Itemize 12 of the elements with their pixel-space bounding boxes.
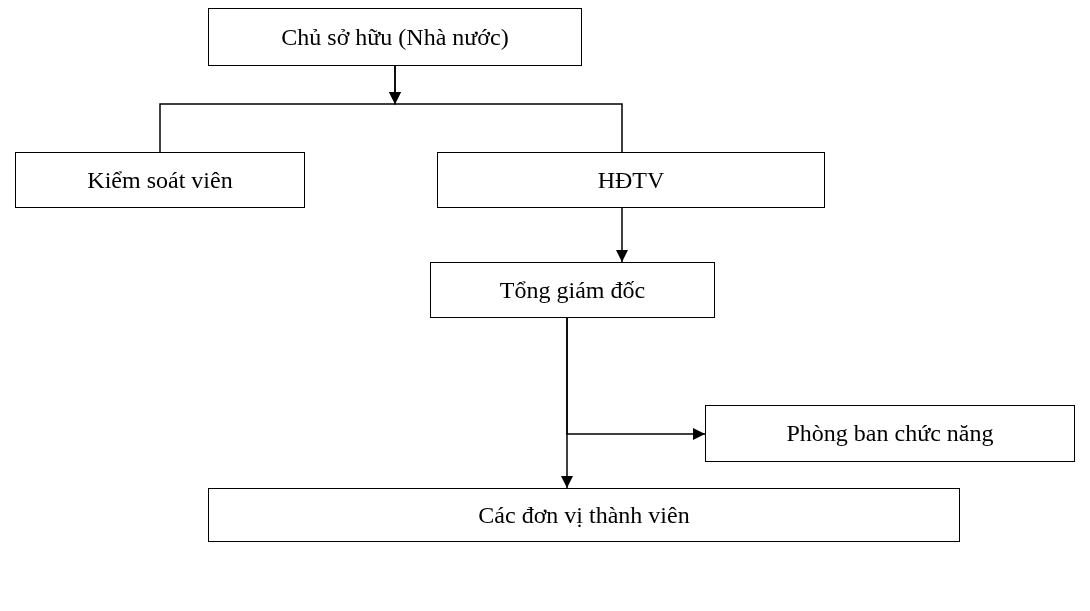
org-box (208, 488, 960, 542)
box-label: Chủ sở hữu (Nhà nước) (281, 23, 509, 51)
box-label: Phòng ban chức năng (786, 420, 994, 447)
box-label: HĐTV (597, 166, 665, 194)
box-label: Tổng giám đốc (499, 276, 646, 304)
org-box (208, 8, 582, 66)
org-box (430, 262, 715, 318)
org-box (437, 152, 825, 208)
org-box (705, 405, 1075, 462)
box-label: Các đơn vị thành viên (478, 501, 690, 529)
org-box (15, 152, 305, 208)
box-label: Kiểm soát viên (87, 166, 233, 194)
